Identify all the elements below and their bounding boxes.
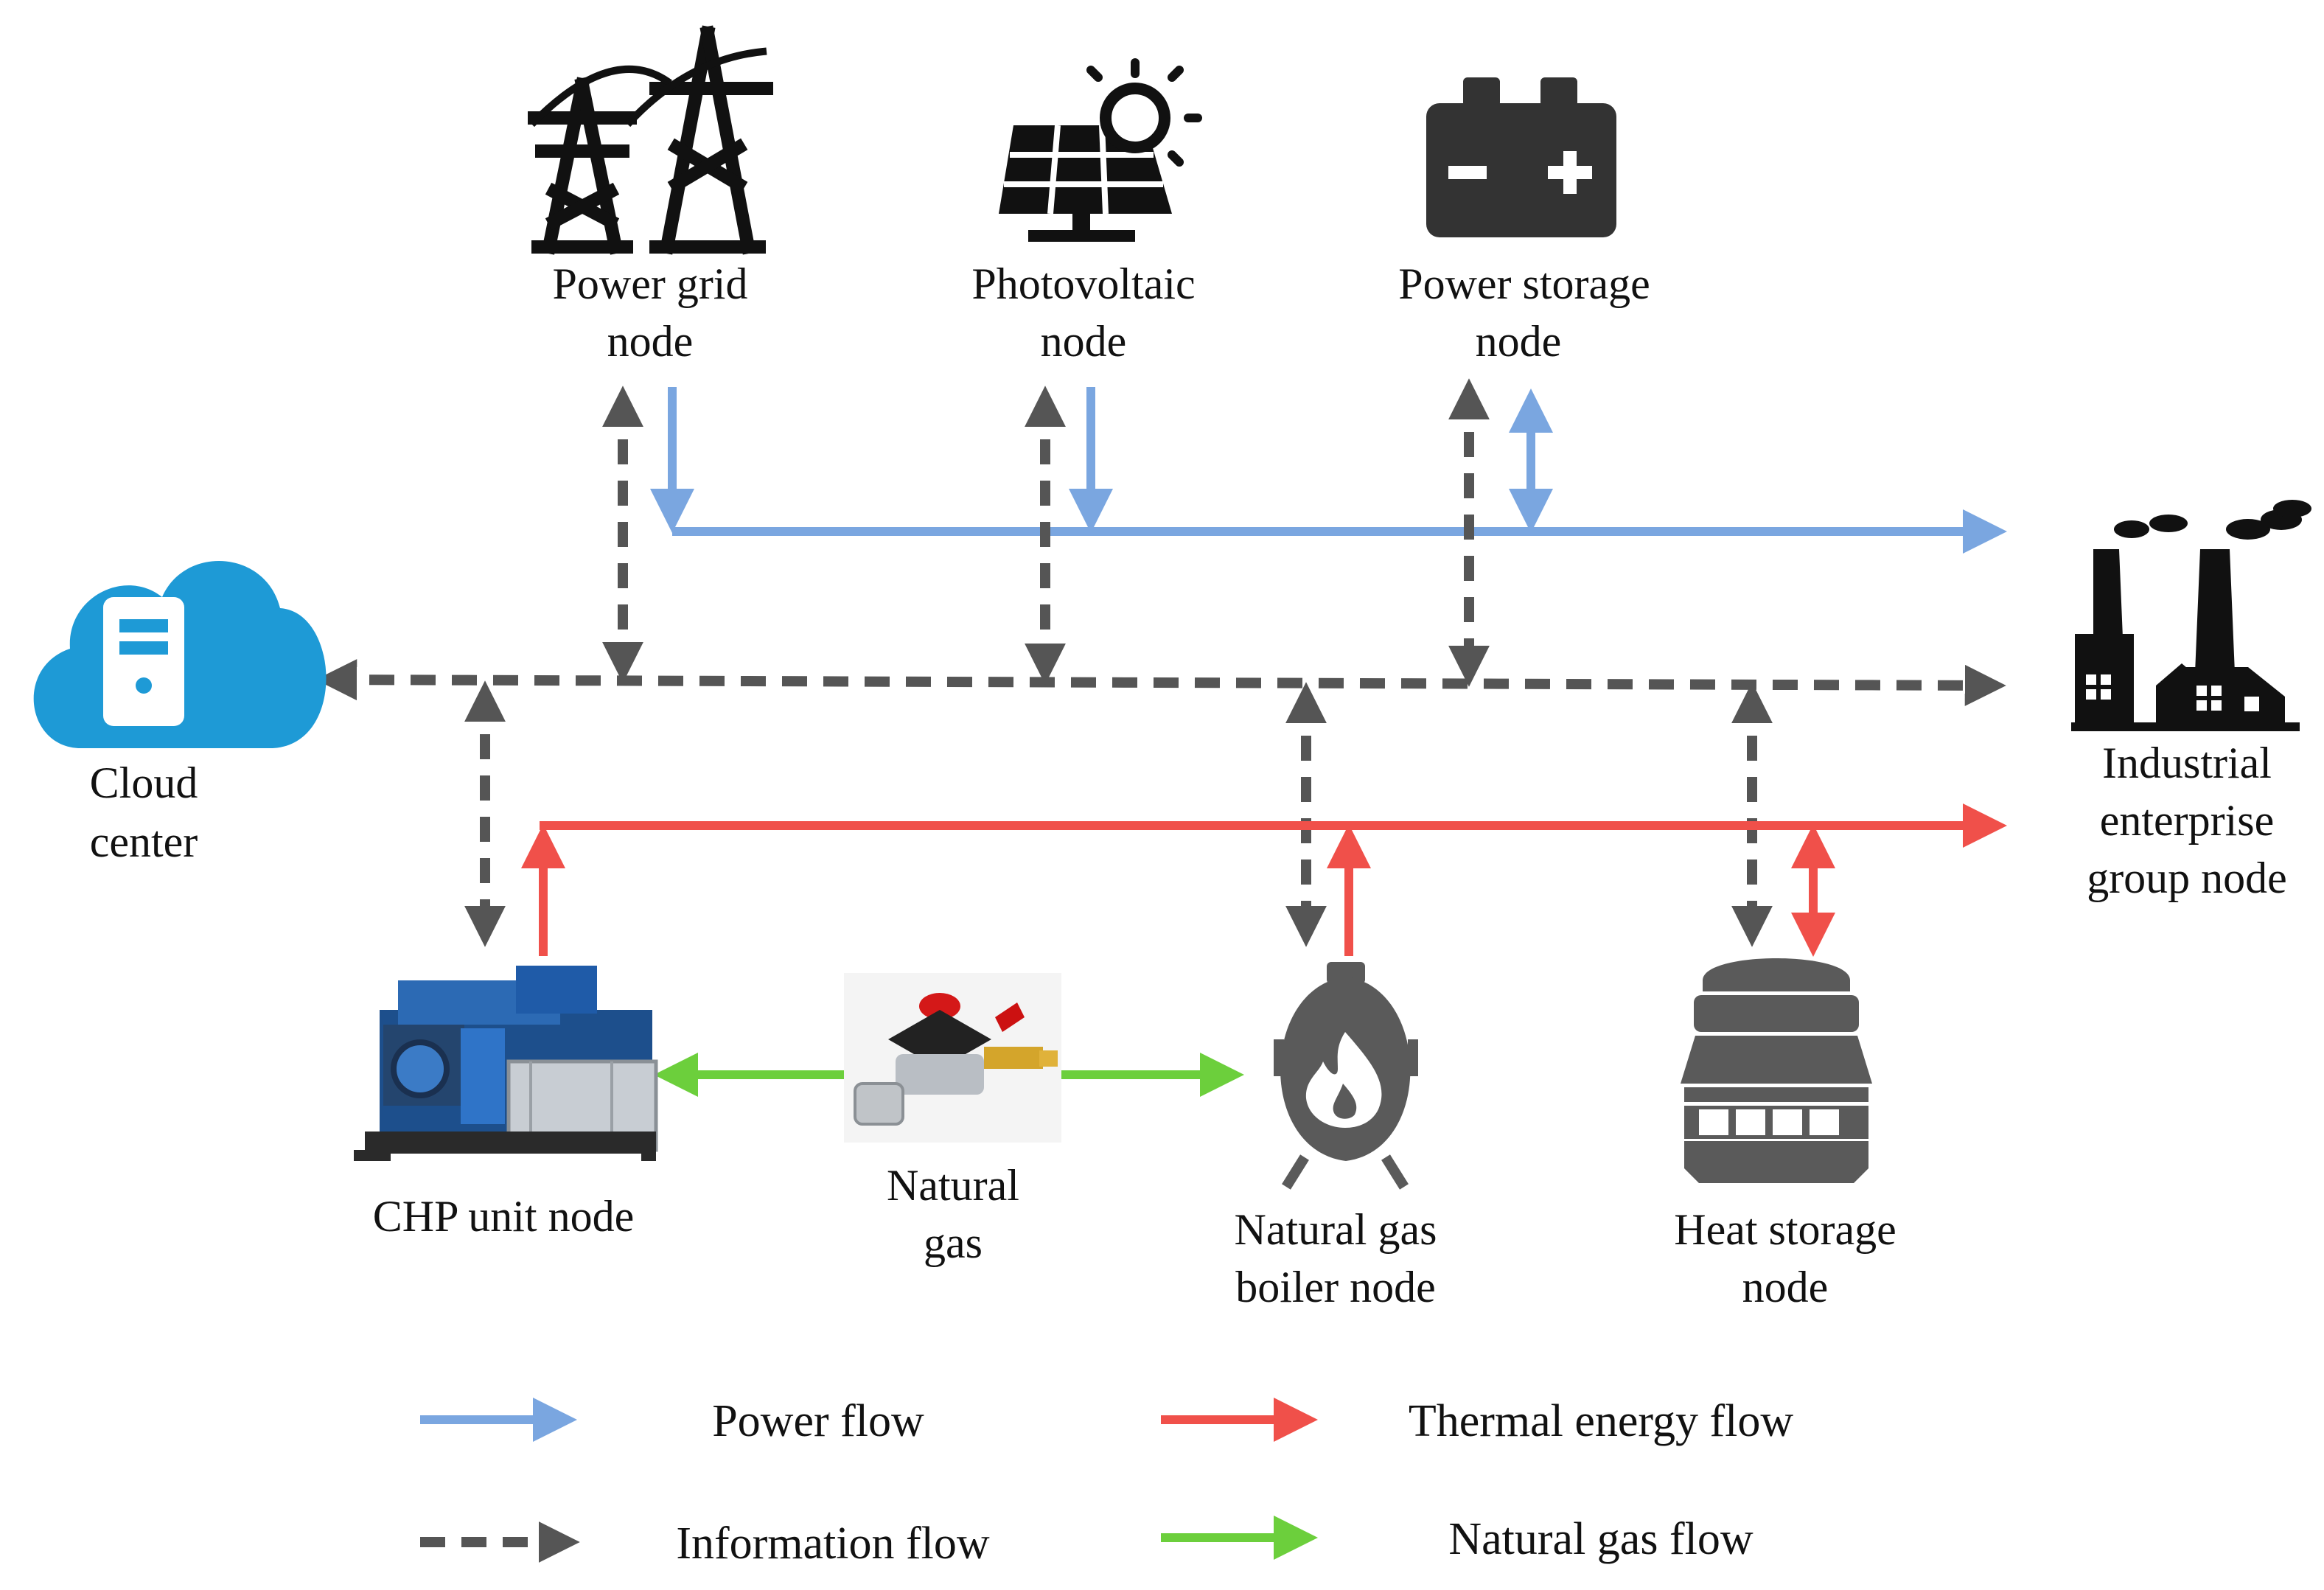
natural-gas-label-line-1: Natural [887,1161,1019,1210]
legend-gas-label: Natural gas flow [1448,1514,1753,1564]
legend: Power flow Thermal energy flow Informati… [420,1396,1793,1569]
information-flow-lines [315,378,2006,947]
photovoltaic-label-line-1: Photovoltaic [971,259,1195,308]
industrial-label-line-3: group node [2087,854,2287,902]
photovoltaic-label: Photovoltaic node [971,259,1195,366]
power-grid-label: Power grid node [553,259,748,366]
boiler-label: Natural gas boiler node [1235,1205,1437,1311]
gas-valve-icon [844,973,1061,1143]
heat-storage-label-line-1: Heat storage [1674,1205,1896,1254]
factory-icon [2071,500,2311,731]
legend-power-label: Power flow [712,1396,924,1446]
solar-panel-icon [999,58,1202,242]
power-storage-label-line-2: node [1476,317,1562,366]
heat-tank-icon [1681,958,1872,1183]
transmission-tower-icon [528,25,773,255]
heat-storage-label: Heat storage node [1674,1205,1896,1311]
cloud-center-label: Cloud center [90,759,198,866]
cloud-center-label-line-2: center [90,817,198,866]
photovoltaic-label-line-2: node [1041,317,1127,366]
power-storage-label: Power storage node [1398,259,1650,366]
power-grid-label-line-2: node [607,317,694,366]
battery-icon [1426,77,1616,237]
natural-gas-label-line-2: gas [924,1218,983,1267]
chp-generator-icon [354,966,658,1161]
power-grid-label-line-1: Power grid [553,259,748,308]
natural-gas-label: Natural gas [887,1161,1019,1267]
boiler-label-line-2: boiler node [1235,1263,1436,1311]
cloud-server-icon [33,561,327,748]
boiler-label-line-1: Natural gas [1235,1205,1437,1254]
boiler-icon [1274,962,1418,1190]
industrial-label: Industrial enterprise group node [2087,739,2287,902]
legend-thermal-label: Thermal energy flow [1409,1396,1793,1446]
heat-storage-label-line-2: node [1742,1263,1829,1311]
chp-label: CHP unit node [373,1192,634,1241]
industrial-label-line-2: enterprise [2100,796,2275,845]
chp-label-line-1: CHP unit node [373,1192,634,1241]
power-flow-lines [650,387,2007,554]
industrial-label-line-1: Industrial [2102,739,2272,787]
legend-info-label: Information flow [676,1518,990,1569]
power-storage-label-line-1: Power storage [1398,259,1650,308]
cloud-center-label-line-1: Cloud [90,759,198,807]
info-bus-line [315,659,2006,706]
thermal-flow-lines [521,803,2007,957]
